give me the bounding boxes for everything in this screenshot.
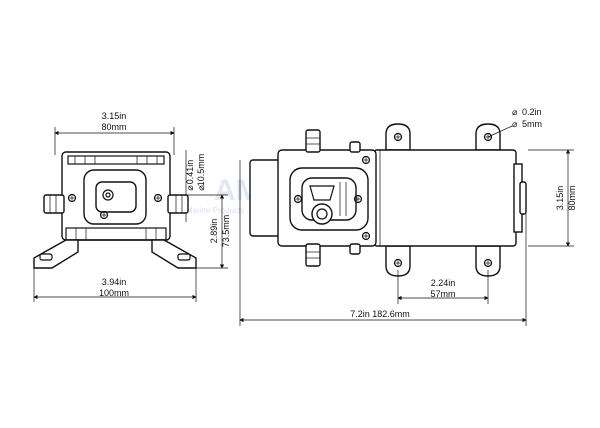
front-view: 3.15in 80mm: [33, 111, 231, 302]
base-width-in-label: 3.94in: [102, 277, 127, 287]
side-mount-tabs-bottom: [385, 245, 501, 277]
port-height-mm-label: 73.5mm: [221, 215, 231, 248]
side-mount-tabs-top: [385, 123, 501, 151]
port-dia-symbol-1: ⌀: [185, 185, 195, 191]
side-view: ⌀ 0.2in ⌀ 5mm 3.15in 80mm 2.24in 57mm 7.…: [239, 107, 577, 326]
front-mount-base: [33, 239, 197, 269]
front-width-in-label: 3.15in: [102, 111, 127, 121]
front-pump-body: [43, 151, 189, 241]
side-height-mm-label: 80mm: [567, 185, 577, 210]
hole-dia-mm-label: 5mm: [522, 119, 542, 129]
port-height-in-label: 2.89in: [209, 219, 219, 244]
overall-length-label: 7.2in 182.6mm: [350, 309, 410, 319]
port-dia-symbol-2: ⌀: [196, 185, 206, 191]
port-dia-in-label: 0.41in: [185, 160, 195, 185]
hole-dia-symbol-2: ⌀: [512, 119, 518, 129]
mount-spacing-mm-label: 57mm: [430, 289, 455, 299]
hole-dia-in-label: 0.2in: [522, 107, 542, 117]
side-pump-head: [249, 129, 377, 267]
hole-dia-symbol-1: ⌀: [512, 107, 518, 117]
side-height-in-label: 3.15in: [555, 186, 565, 211]
hole-diameter-callout: ⌀ 0.2in ⌀ 5mm: [487, 107, 542, 138]
mount-spacing-in-label: 2.24in: [431, 278, 456, 288]
front-width-mm-label: 80mm: [101, 122, 126, 132]
port-dia-mm-label: 10.5mm: [196, 154, 206, 187]
base-width-mm-label: 100mm: [99, 288, 129, 298]
side-motor-body: [373, 149, 527, 247]
watermark-tagline: Marine Products: [186, 206, 244, 215]
